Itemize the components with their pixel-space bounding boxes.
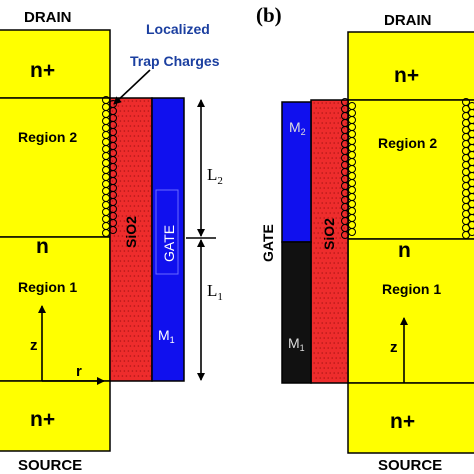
right-oxide-texture <box>313 102 348 379</box>
left-m1-label: M1 <box>158 327 175 345</box>
left-r-label: r <box>76 363 82 380</box>
l1-label: L1 <box>207 281 223 303</box>
panel-b-label: (b) <box>256 3 282 27</box>
right-n-plus-bottom: n+ <box>390 410 415 433</box>
trap-label-line1: Localized <box>146 21 210 37</box>
right-n-plus-top: n+ <box>394 64 419 87</box>
left-z-label: z <box>30 337 38 354</box>
right-gate-m1 <box>281 241 312 384</box>
left-region-2 <box>0 97 111 238</box>
right-source-region <box>347 382 474 454</box>
l2-label: L2 <box>207 165 223 187</box>
right-oxide <box>310 99 349 384</box>
right-source-label: SOURCE <box>378 457 442 474</box>
left-gate-label-box <box>155 189 179 275</box>
right-m1-label: M1 <box>288 335 305 353</box>
left-oxide <box>109 97 153 382</box>
left-gate-label: GATE <box>161 225 177 262</box>
right-region-1-label: Region 1 <box>382 281 441 297</box>
right-trap-charges-left <box>341 98 356 239</box>
left-region-1 <box>0 236 111 382</box>
right-region-2 <box>347 99 474 240</box>
right-drain-label: DRAIN <box>384 12 432 29</box>
right-region-2-label: Region 2 <box>378 135 437 151</box>
trap-pointer-arrow <box>113 69 151 105</box>
right-device <box>281 31 474 454</box>
left-region-2-label: Region 2 <box>18 129 77 145</box>
left-drain-region <box>0 29 111 99</box>
right-n-label: n <box>398 239 411 262</box>
right-gate-m2 <box>281 101 312 243</box>
right-sio2-label: SiO2 <box>321 218 337 250</box>
left-n-plus-top: n+ <box>30 59 55 82</box>
left-source-region <box>0 380 111 452</box>
left-oxide-texture <box>111 100 152 377</box>
right-drain-region <box>347 31 474 101</box>
right-gate-label: GATE <box>260 224 276 262</box>
right-m2-label: M2 <box>289 119 306 137</box>
right-region-1 <box>347 238 474 384</box>
left-sio2-label: SiO2 <box>123 216 139 248</box>
left-region-1-label: Region 1 <box>18 279 77 295</box>
left-n-plus-bottom: n+ <box>30 408 55 431</box>
left-n-label: n <box>36 235 49 258</box>
left-gate-metal <box>151 97 185 382</box>
right-trap-charges-right <box>462 98 474 239</box>
right-z-label: z <box>390 339 398 356</box>
left-device <box>0 29 185 452</box>
trap-label-line2: Trap Charges <box>130 53 220 69</box>
left-trap-charges <box>102 96 117 237</box>
left-drain-label: DRAIN <box>24 9 72 26</box>
left-source-label: SOURCE <box>18 457 82 474</box>
